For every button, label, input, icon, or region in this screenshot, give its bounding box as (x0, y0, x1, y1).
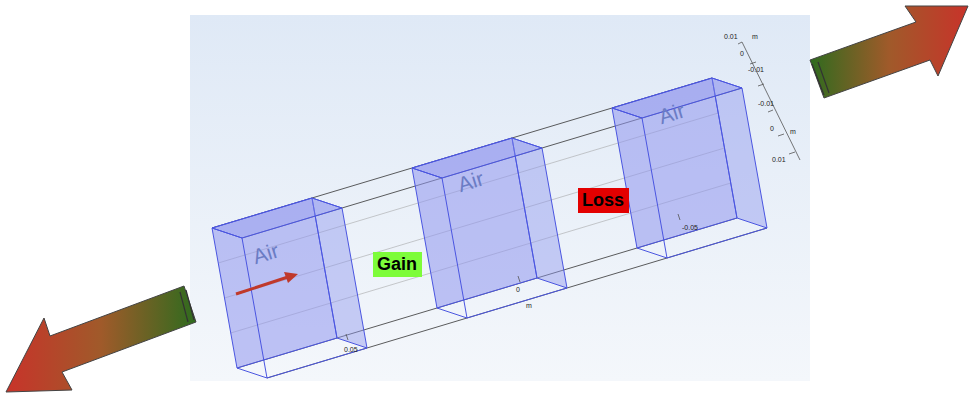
cube-edge (212, 228, 242, 238)
axis-tick-label: 0.05 (344, 346, 358, 353)
viewport-background (190, 15, 810, 381)
axis-tick-label: 0 (770, 125, 774, 132)
cube-face (312, 198, 367, 348)
axis-tick-label: 0.01 (772, 156, 786, 163)
axis-tick-label: -0.05 (682, 224, 698, 231)
radiation-arrow (810, 6, 968, 98)
axis-tick-label: -0.01 (758, 100, 774, 107)
radiation-arrow (6, 286, 196, 392)
cube-edge (612, 108, 642, 118)
axis-tick-label: 0 (516, 286, 520, 293)
cube-edge (437, 308, 467, 318)
arrow-tail-ridges (180, 62, 829, 322)
gain-region: Gain (373, 252, 422, 277)
cube-face (512, 138, 567, 288)
cube-edge (237, 368, 267, 378)
node-text: Gain (377, 254, 418, 275)
cube-edge (442, 178, 467, 318)
cube-edge (667, 228, 767, 258)
axis-tick-label: 0 (740, 50, 744, 57)
cube-edge (412, 168, 442, 178)
axis-tick-label: m (526, 302, 532, 309)
waveguide-tube (212, 78, 767, 378)
cube-face (212, 198, 342, 238)
cube-edge (642, 118, 667, 258)
axis-tick-label: m (752, 33, 758, 40)
node-text: Loss (582, 190, 625, 211)
axis-tick-label: 0.01 (724, 33, 738, 40)
axis-tick-label: m (790, 128, 796, 135)
cube-edge (637, 248, 667, 258)
air-blocks (212, 78, 767, 378)
loss-region: Loss (578, 188, 629, 213)
port-arrow (236, 272, 298, 294)
axis-tick-label: -0.01 (748, 66, 764, 73)
axis-ticks (346, 42, 800, 340)
